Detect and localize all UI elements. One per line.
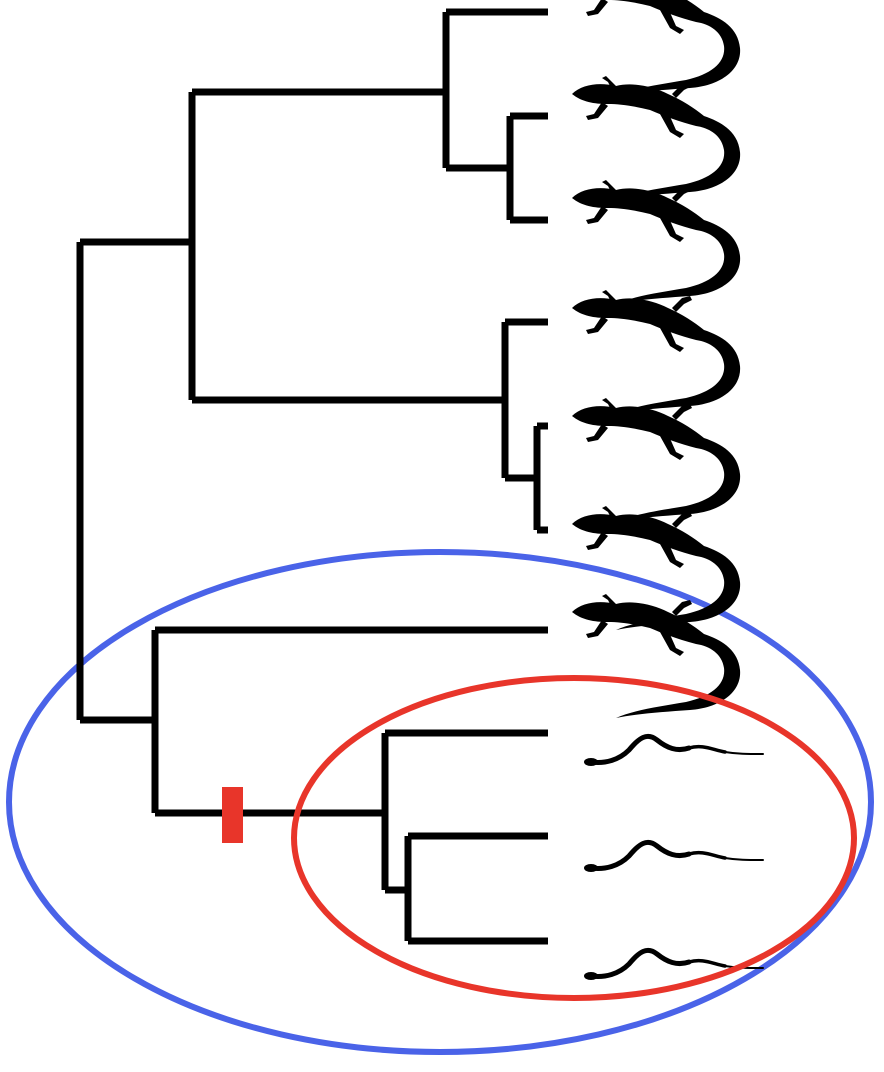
- limbless-lizard-icon: [584, 842, 763, 872]
- lizard-icon: [572, 76, 741, 200]
- tip-silhouettes: [572, 0, 763, 980]
- lizard-icon: [572, 398, 741, 522]
- lizard-icon: [572, 290, 741, 414]
- lizard-icon: [572, 180, 741, 304]
- outer-clade-highlight: [6, 549, 874, 1055]
- lizard-icon: [572, 0, 741, 96]
- limbless-lizard-icon: [584, 950, 763, 980]
- inner-clade-highlight: [291, 675, 857, 1001]
- limbless-lizard-icon: [584, 736, 763, 766]
- tree-branches: [76, 8, 548, 945]
- limb-loss-marker: [222, 787, 243, 843]
